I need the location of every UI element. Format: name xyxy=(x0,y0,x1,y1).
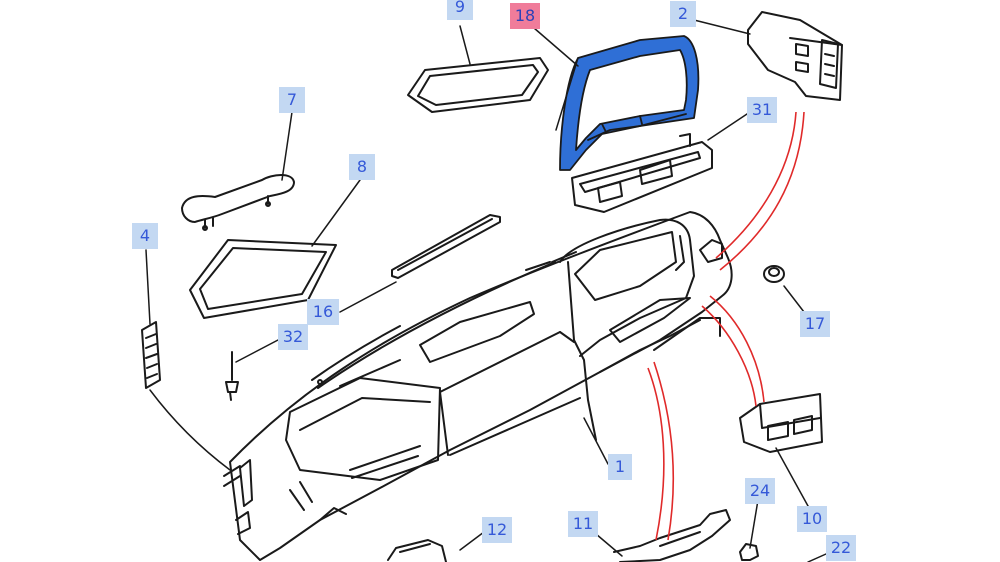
callout-9: 9 xyxy=(447,0,473,20)
part-9-gasket xyxy=(407,57,549,113)
callout-2: 2 xyxy=(670,1,696,27)
part-11-trim xyxy=(613,509,731,562)
part-18-cluster-hood xyxy=(559,35,700,171)
callout-10: 10 xyxy=(797,506,827,532)
callout-12: 12 xyxy=(482,517,512,543)
callout-22: 22 xyxy=(826,535,856,561)
part-10-switch xyxy=(739,393,823,453)
part-7-handle xyxy=(181,174,295,231)
part-8-pad xyxy=(189,239,337,319)
callout-24: 24 xyxy=(745,478,775,504)
part-24-clip xyxy=(739,543,759,561)
callout-11: 11 xyxy=(568,511,598,537)
callout-32: 32 xyxy=(278,324,308,350)
leader-line-18b xyxy=(533,27,579,67)
leader-line-18 xyxy=(555,57,579,131)
callout-17: 17 xyxy=(800,311,830,337)
part-16-strip xyxy=(391,214,501,279)
leader-lines xyxy=(145,19,827,562)
part-17-grommet xyxy=(763,265,785,283)
part-31-panel xyxy=(571,133,713,213)
callout-1: 1 xyxy=(608,454,632,480)
part-1-dashboard xyxy=(223,211,733,561)
callout-18: 18 xyxy=(510,3,540,29)
red-wires xyxy=(647,111,805,541)
part-4-vent xyxy=(141,321,161,389)
callout-7: 7 xyxy=(279,87,305,113)
part-2-vent xyxy=(747,11,843,101)
part-12-block xyxy=(387,539,447,562)
callout-8: 8 xyxy=(349,154,375,180)
callout-31: 31 xyxy=(747,97,777,123)
callout-16: 16 xyxy=(307,299,339,325)
part-32-screw xyxy=(225,351,239,401)
callout-4: 4 xyxy=(132,223,158,249)
